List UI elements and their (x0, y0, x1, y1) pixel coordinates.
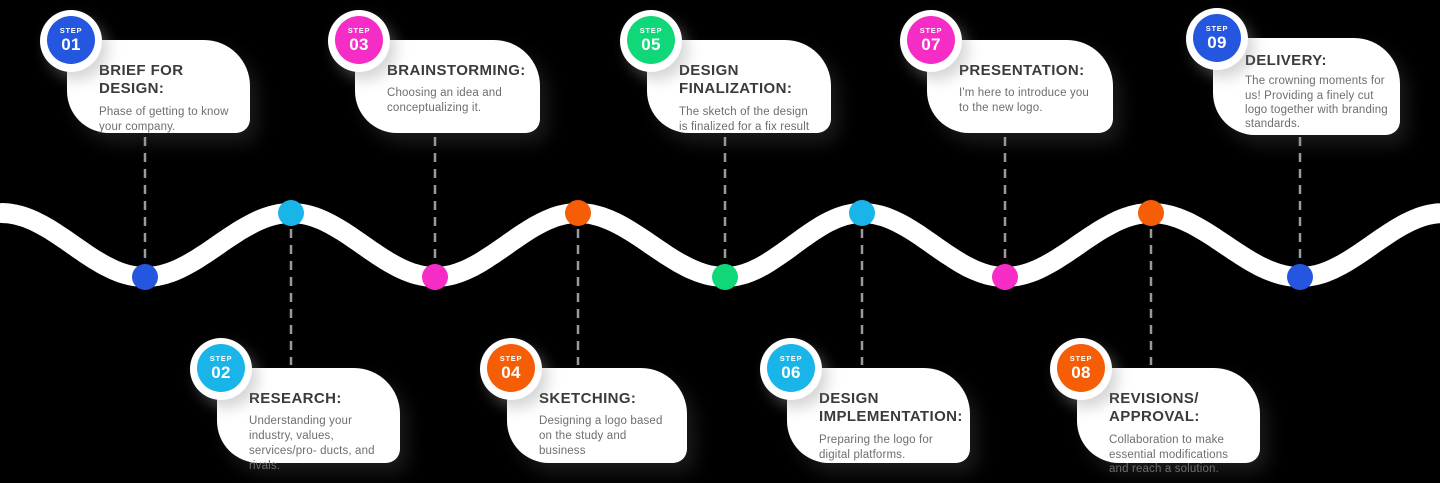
step-label: STEP (347, 25, 371, 35)
step-02-badge: STEP 02 (190, 338, 252, 400)
step-05-badge: STEP 05 (620, 10, 682, 72)
milestone-dot-04 (565, 200, 591, 226)
milestone-dot-05 (712, 264, 738, 290)
step-05-description: The sketch of the design is finalized fo… (679, 105, 810, 133)
milestone-dot-08 (1138, 200, 1164, 226)
step-label: STEP (919, 25, 943, 35)
step-label: STEP (499, 353, 523, 363)
step-05-card: DESIGN FINALIZATION: The sketch of the d… (647, 40, 831, 133)
step-04-description: Designing a logo based on the study and … (539, 415, 663, 458)
step-06-description: Preparing the logo for digital platforms… (819, 433, 933, 461)
step-number: 03 (349, 35, 369, 55)
step-08-badge: STEP 08 (1050, 338, 1112, 400)
step-05-badge-circle: STEP 05 (627, 16, 675, 64)
step-group-04: SKETCHING: Designing a logo based on the… (480, 338, 687, 463)
step-group-03: BRAINSTORMING: Choosing an idea and conc… (328, 10, 540, 133)
step-08-badge-circle: STEP 08 (1057, 344, 1105, 392)
step-08-title: REVISIONS/ APPROVAL: (1109, 390, 1200, 426)
milestone-dot-02 (278, 200, 304, 226)
step-05-title: DESIGN FINALIZATION: (679, 62, 793, 98)
milestone-dot-09 (1287, 264, 1313, 290)
step-07-badge: STEP 07 (900, 10, 962, 72)
step-02-title: RESEARCH: (249, 390, 342, 407)
milestone-dot-01 (132, 264, 158, 290)
step-09-card: DELIVERY: The crowning moments for us! P… (1213, 38, 1400, 135)
step-03-description: Choosing an idea and conceptualizing it. (387, 87, 502, 115)
step-09-badge: STEP 09 (1186, 8, 1248, 70)
step-02-description: Understanding your industry, values, ser… (249, 415, 375, 473)
step-number: 04 (501, 363, 521, 383)
step-07-title: PRESENTATION: (959, 62, 1085, 79)
step-07-card: PRESENTATION: I'm here to introduce you … (927, 40, 1113, 133)
step-label: STEP (779, 353, 803, 363)
step-label: STEP (59, 25, 83, 35)
step-label: STEP (1205, 23, 1229, 33)
step-label: STEP (1069, 353, 1093, 363)
step-number: 05 (641, 35, 661, 55)
step-number: 06 (781, 363, 801, 383)
step-label: STEP (209, 353, 233, 363)
step-08-description: Collaboration to make essential modifica… (1109, 433, 1229, 476)
step-06-badge: STEP 06 (760, 338, 822, 400)
step-number: 07 (921, 35, 941, 55)
step-02-badge-circle: STEP 02 (197, 344, 245, 392)
step-08-card: REVISIONS/ APPROVAL: Collaboration to ma… (1077, 368, 1260, 475)
step-group-08: REVISIONS/ APPROVAL: Collaboration to ma… (1050, 338, 1260, 475)
step-04-title: SKETCHING: (539, 390, 637, 407)
step-01-badge: STEP 01 (40, 10, 102, 72)
step-01-title: BRIEF FOR DESIGN: (99, 62, 184, 98)
step-09-title: DELIVERY: (1245, 52, 1327, 69)
step-07-description: I'm here to introduce you to the new log… (959, 87, 1089, 115)
step-label: STEP (639, 25, 663, 35)
step-06-badge-circle: STEP 06 (767, 344, 815, 392)
milestone-dot-06 (849, 200, 875, 226)
step-group-05: DESIGN FINALIZATION: The sketch of the d… (620, 10, 831, 133)
step-09-description: The crowning moments for us! Providing a… (1245, 75, 1388, 131)
step-group-06: DESIGN IMPLEMENTATION: Preparing the log… (760, 338, 970, 463)
step-04-badge-circle: STEP 04 (487, 344, 535, 392)
step-number: 09 (1207, 33, 1227, 53)
step-06-title: DESIGN IMPLEMENTATION: (819, 390, 963, 426)
milestone-dot-03 (422, 264, 448, 290)
step-group-07: PRESENTATION: I'm here to introduce you … (900, 10, 1113, 133)
step-03-badge: STEP 03 (328, 10, 390, 72)
step-number: 01 (61, 35, 81, 55)
step-number: 02 (211, 363, 231, 383)
step-03-badge-circle: STEP 03 (335, 16, 383, 64)
step-03-title: BRAINSTORMING: (387, 62, 526, 79)
step-group-09: DELIVERY: The crowning moments for us! P… (1186, 8, 1400, 135)
step-01-description: Phase of getting to know your company. (99, 105, 229, 133)
step-group-01: BRIEF FOR DESIGN: Phase of getting to kn… (40, 10, 250, 133)
step-01-badge-circle: STEP 01 (47, 16, 95, 64)
step-07-badge-circle: STEP 07 (907, 16, 955, 64)
step-04-badge: STEP 04 (480, 338, 542, 400)
milestone-dot-07 (992, 264, 1018, 290)
step-number: 08 (1071, 363, 1091, 383)
step-09-badge-circle: STEP 09 (1193, 14, 1241, 62)
step-group-02: RESEARCH: Understanding your industry, v… (190, 338, 400, 472)
